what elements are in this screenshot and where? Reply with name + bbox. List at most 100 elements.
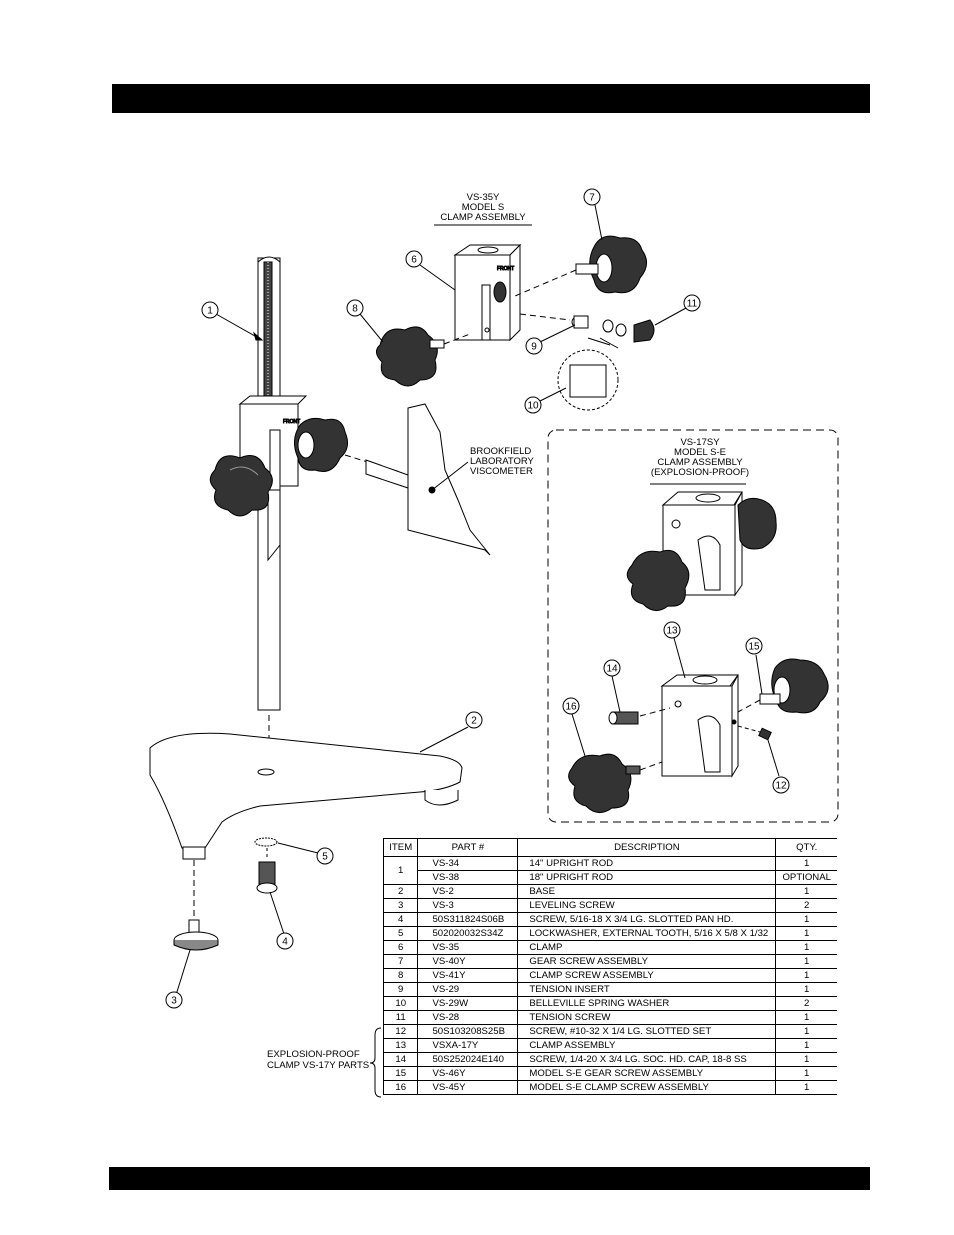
cell-qty: 1: [775, 1038, 837, 1053]
vs17sy-label: VS-17SY MODEL S-E CLAMP ASSEMBLY (EXPLOS…: [650, 437, 749, 485]
vs17sy-clamp-assembled: [626, 491, 777, 611]
cell-item: 2: [382, 884, 419, 899]
cell-desc: CLAMP SCREW ASSEMBLY: [517, 968, 777, 983]
cell-item: 5: [382, 926, 419, 941]
clamp-on-rod: FRONT: [209, 395, 409, 562]
svg-text:11: 11: [687, 299, 698, 310]
cell-part: VS-34: [417, 856, 519, 871]
cell-qty: 1: [775, 1010, 837, 1025]
cell-desc: SCREW, 5/16-18 X 3/4 LG. SLOTTED PAN HD.: [517, 912, 777, 927]
table-header-row: ITEM PART # DESCRIPTION QTY.: [382, 838, 837, 857]
cell-desc: TENSION INSERT: [517, 982, 777, 997]
svg-text:MODEL S: MODEL S: [462, 202, 504, 213]
base: [149, 732, 463, 925]
cell-qty: 1: [775, 926, 837, 941]
explosion-proof-panel: [547, 429, 839, 823]
cell-item: 8: [382, 968, 419, 983]
header-item: ITEM: [382, 838, 419, 857]
svg-text:6: 6: [411, 255, 417, 266]
header-part: PART #: [417, 838, 519, 857]
cell-part: VSXA-17Y: [417, 1038, 519, 1053]
cell-desc: LEVELING SCREW: [517, 898, 777, 913]
explosion-proof-brace: [369, 1027, 382, 1098]
cell-desc: LOCKWASHER, EXTERNAL TOOTH, 5/16 X 5/8 X…: [517, 926, 777, 941]
cell-item: 15: [382, 1066, 419, 1081]
cell-desc: CLAMP: [517, 940, 777, 955]
vs17sy-clamp-exploded: [568, 658, 829, 813]
cell-qty: OPTIONAL: [775, 870, 837, 885]
svg-text:3: 3: [171, 996, 177, 1007]
cell-part: VS-3: [417, 898, 519, 913]
svg-text:LABORATORY: LABORATORY: [470, 456, 535, 467]
cell-part: VS-35: [417, 940, 519, 955]
svg-text:CLAMP ASSEMBLY: CLAMP ASSEMBLY: [440, 212, 526, 223]
cell-item: 6: [382, 940, 419, 955]
cell-part: 502020032S34Z: [417, 926, 519, 941]
cell-item: 12: [382, 1024, 419, 1039]
callouts: [165, 188, 790, 1009]
cell-item: 3: [382, 898, 419, 913]
cell-part: 50S252024E140: [417, 1052, 519, 1067]
cell-item: 14: [382, 1052, 419, 1067]
cell-qty: 1: [775, 856, 837, 871]
svg-text:16: 16: [565, 702, 577, 713]
cell-item: 11: [382, 1010, 419, 1025]
viscometer-outline: [407, 403, 491, 556]
cell-desc: TENSION SCREW: [517, 1010, 777, 1025]
svg-text:15: 15: [748, 642, 760, 653]
cell-qty: 1: [775, 1052, 837, 1067]
svg-text:12: 12: [775, 781, 787, 792]
cell-desc: MODEL S-E GEAR SCREW ASSEMBLY: [517, 1066, 777, 1081]
cell-qty: 1: [775, 954, 837, 969]
svg-text:1: 1: [207, 306, 213, 317]
svg-text:VS-17SY: VS-17SY: [680, 437, 720, 448]
cell-qty: 1: [775, 940, 837, 955]
vs35y-label: VS-35Y MODEL S CLAMP ASSEMBLY: [434, 192, 532, 226]
parts-table: ITEM PART # DESCRIPTION QTY. 1 VS-34 14"…: [382, 838, 837, 1095]
lockwasher-and-screw: [254, 837, 278, 894]
svg-text:2: 2: [471, 716, 477, 727]
cell-desc: BELLEVILLE SPRING WASHER: [517, 996, 777, 1011]
cell-part: VS-41Y: [417, 968, 519, 983]
cell-part: VS-29W: [417, 996, 519, 1011]
cell-qty: 1: [775, 912, 837, 927]
cell-item: 1: [382, 856, 419, 885]
leveling-screw: [173, 919, 219, 951]
cell-qty: 1: [775, 982, 837, 997]
cell-part: 50S311824S06B: [417, 912, 519, 927]
cell-part: VS-38: [417, 870, 519, 885]
cell-part: VS-40Y: [417, 954, 519, 969]
viscometer-label: BROOKFIELD LABORATORY VISCOMETER: [470, 446, 535, 477]
header-qty: QTY.: [775, 838, 837, 857]
cell-item: 10: [382, 996, 419, 1011]
svg-text:MODEL S-E: MODEL S-E: [674, 447, 726, 458]
cell-qty: 1: [775, 1066, 837, 1081]
header-bar: [112, 84, 870, 113]
svg-text:(EXPLOSION-PROOF): (EXPLOSION-PROOF): [651, 467, 749, 478]
svg-text:VS-35Y: VS-35Y: [467, 192, 500, 203]
cell-part: VS-45Y: [417, 1080, 519, 1095]
vs35y-clamp-assembly: FRONT: [376, 235, 655, 411]
cell-qty: 2: [775, 898, 837, 913]
cell-desc: BASE: [517, 884, 777, 899]
cell-part: VS-46Y: [417, 1066, 519, 1081]
cell-item: 4: [382, 912, 419, 927]
cell-qty: 2: [775, 996, 837, 1011]
cell-item: 13: [382, 1038, 419, 1053]
cell-part: 50S103208S25B: [417, 1024, 519, 1039]
table-row: 1 VS-34 14" UPRIGHT ROD 1: [382, 856, 837, 885]
svg-text:VISCOMETER: VISCOMETER: [470, 466, 533, 477]
svg-text:8: 8: [352, 304, 358, 315]
callout-numbers: 1 2 3 4 5 6 7 8 9 10 11 12 13 14 15 16: [171, 193, 787, 1007]
